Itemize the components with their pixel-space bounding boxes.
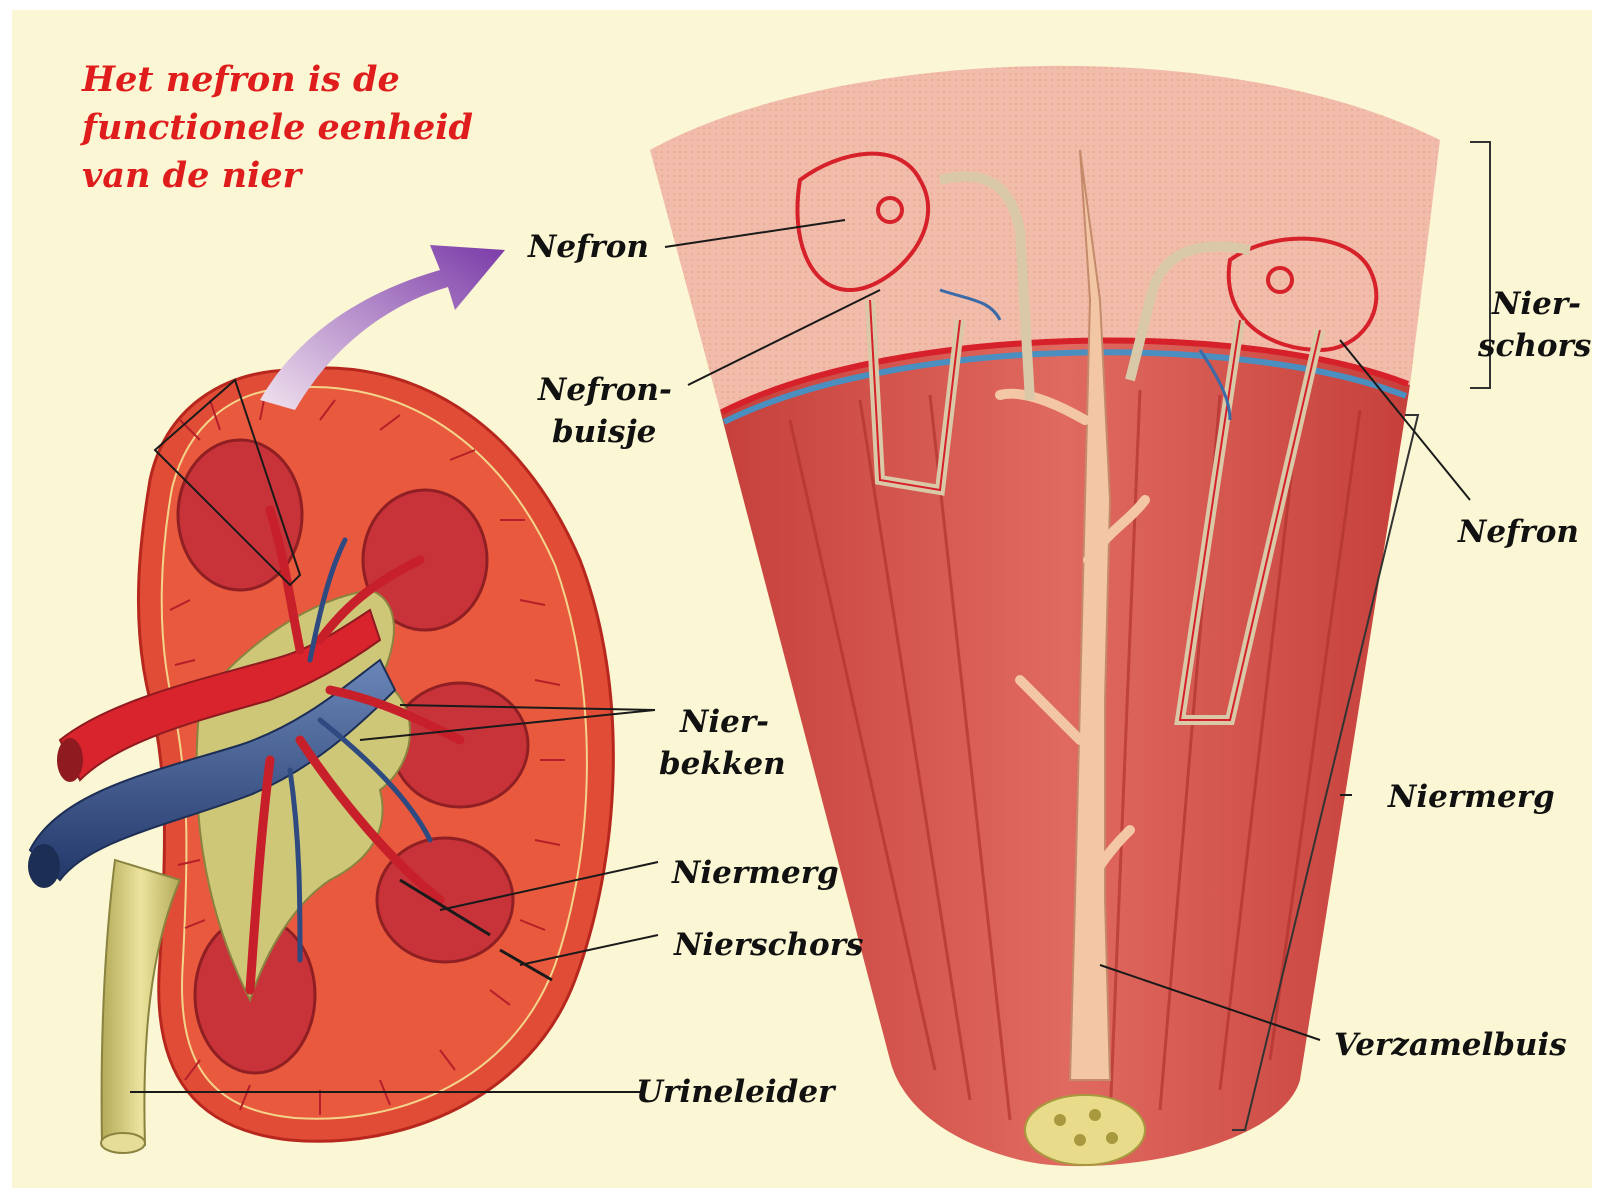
label-nefron: Nefron <box>528 227 649 267</box>
papilla <box>1025 1095 1145 1165</box>
title-line-2: functionele eenheid <box>82 104 552 152</box>
pyramid <box>392 683 528 807</box>
label-niermerg: Niermerg <box>672 853 839 893</box>
page-title: Het nefron is de functionele eenheid van… <box>82 56 552 200</box>
label-nierschors-right-line-1: Nier- <box>1492 284 1581 324</box>
title-line-3: van de nier <box>82 152 552 200</box>
label-nierschors: Nierschors <box>674 925 864 965</box>
label-niermerg-right: Niermerg <box>1388 777 1555 817</box>
label-nefron-right: Nefron <box>1458 512 1579 552</box>
label-nierbekken-line-2: bekken <box>659 744 786 784</box>
label-nefronbuisje-line-1: Nefron- <box>538 370 672 410</box>
title-line-1: Het nefron is de <box>82 56 552 104</box>
label-nierschors-right-line-2: schors <box>1478 326 1591 366</box>
label-urineleider: Urineleider <box>636 1072 834 1112</box>
label-nierbekken-line-1: Nier- <box>680 702 769 742</box>
label-verzamelbuis: Verzamelbuis <box>1334 1025 1567 1065</box>
label-nefronbuisje-line-2: buisje <box>552 412 656 452</box>
